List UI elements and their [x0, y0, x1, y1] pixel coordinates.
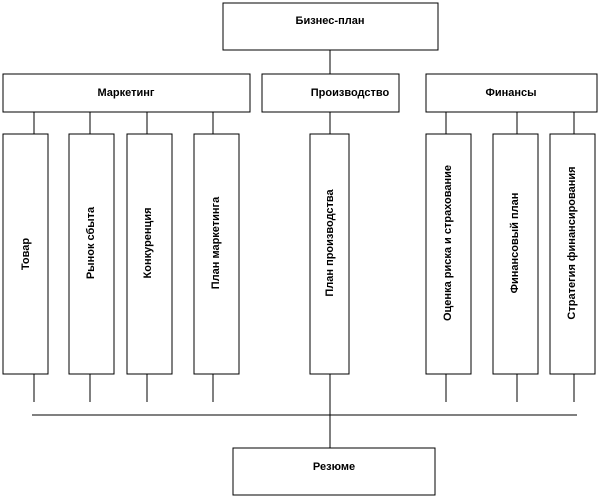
item-label-finance-3: Стратегия финансирования	[566, 166, 578, 319]
section-finance: Финансы	[425, 73, 598, 113]
item-marketing-4: План маркетинга	[193, 133, 240, 375]
section-label-marketing: Маркетинг	[98, 87, 155, 99]
section-production: Производство	[261, 73, 400, 113]
item-label-marketing-1: Товар	[20, 238, 32, 270]
summary-label: Резюме	[313, 461, 355, 473]
summary-node: Резюме	[232, 447, 436, 496]
item-label-marketing-4: План маркетинга	[210, 196, 222, 289]
item-marketing-1: Товар	[2, 133, 49, 375]
item-label-finance-1: Оценка риска и страхование	[442, 165, 454, 321]
item-label-finance-2: Финансовый план	[509, 193, 521, 294]
section-label-finance: Финансы	[485, 87, 536, 99]
item-label-production-1: План производства	[324, 188, 336, 296]
connector-lines	[32, 50, 577, 448]
item-label-marketing-3: Конкуренция	[142, 208, 154, 279]
item-finance-2: Финансовый план	[492, 133, 539, 375]
root-label: Бизнес-план	[296, 15, 365, 27]
section-marketing: Маркетинг	[2, 73, 251, 113]
section-label-production: Производство	[311, 87, 390, 99]
item-finance-3: Стратегия финансирования	[549, 133, 596, 375]
root-node: Бизнес-план	[222, 2, 439, 51]
item-label-marketing-2: Рынок сбыта	[85, 206, 97, 279]
item-marketing-2: Рынок сбыта	[68, 133, 115, 375]
item-finance-1: Оценка риска и страхование	[425, 133, 472, 375]
item-production-1: План производства	[309, 133, 350, 375]
item-marketing-3: Конкуренция	[126, 133, 173, 375]
